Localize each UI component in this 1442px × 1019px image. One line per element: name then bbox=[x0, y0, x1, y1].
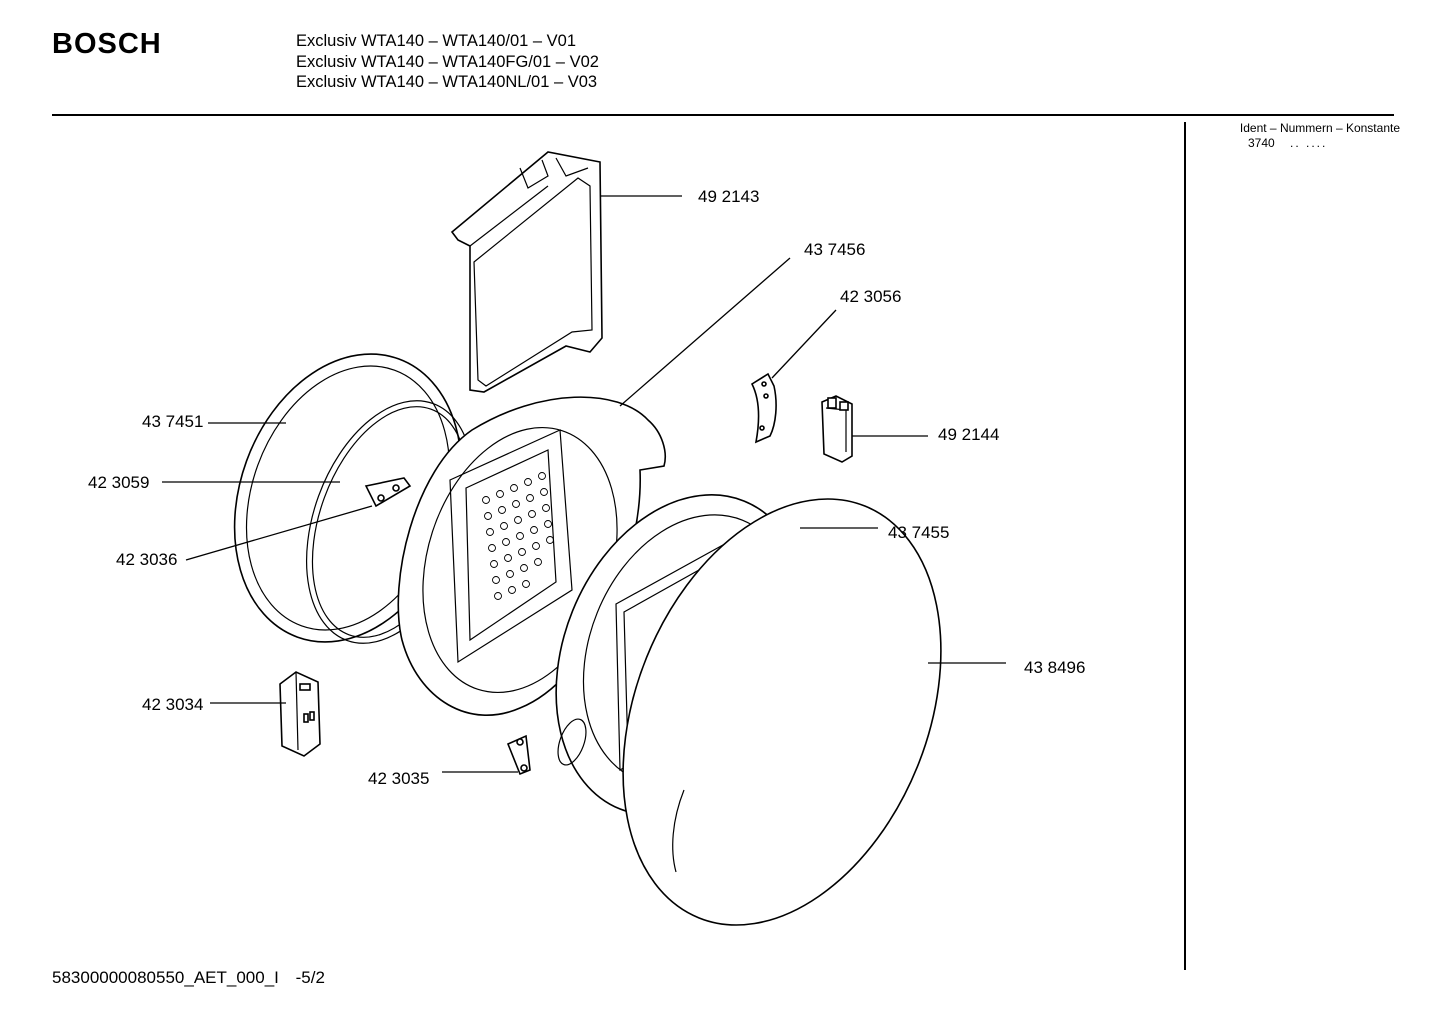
hinge-block bbox=[279, 671, 321, 757]
model-line: Exclusiv WTA140 – WTA140/01 – V01 bbox=[296, 32, 577, 50]
leader-423056 bbox=[771, 309, 837, 379]
filter-frame bbox=[450, 151, 603, 393]
pin bbox=[364, 477, 412, 508]
model-list: Exclusiv WTA140 – WTA140/01 – V01 Exclus… bbox=[296, 31, 599, 93]
outer-door bbox=[622, 498, 942, 926]
part-label-423036: 42 3036 bbox=[116, 550, 177, 569]
part-label-423059: 42 3059 bbox=[88, 473, 149, 492]
ident-code: 3740 bbox=[1248, 136, 1275, 150]
leader-423036 bbox=[185, 505, 373, 561]
part-label-437451: 43 7451 bbox=[142, 412, 203, 431]
document-number: 58300000080550_AET_000_I bbox=[52, 968, 279, 987]
part-label-423034: 42 3034 bbox=[142, 695, 203, 714]
part-labels: 49 2143 43 7456 42 3056 43 7451 49 2144 … bbox=[88, 187, 1085, 788]
footer: 58300000080550_AET_000_I -5/2 bbox=[52, 968, 325, 988]
header-divider bbox=[52, 114, 1394, 116]
brand-logo: BOSCH bbox=[52, 28, 162, 60]
part-label-423035: 42 3035 bbox=[368, 769, 429, 788]
small-hinge bbox=[506, 734, 531, 776]
door-latch bbox=[821, 395, 853, 463]
ident-label: Ident – Nummern – Konstante bbox=[1239, 121, 1400, 135]
hinge-bracket bbox=[750, 372, 777, 444]
ident-dots: .. .... bbox=[1290, 136, 1328, 150]
model-line: Exclusiv WTA140 – WTA140NL/01 – V03 bbox=[296, 73, 598, 91]
part-label-492144: 49 2144 bbox=[938, 425, 999, 444]
model-line: Exclusiv WTA140 – WTA140FG/01 – V02 bbox=[296, 52, 599, 71]
side-divider bbox=[1184, 122, 1186, 970]
part-label-423056: 42 3056 bbox=[840, 287, 901, 306]
part-label-437456: 43 7456 bbox=[804, 240, 865, 259]
leader-437456 bbox=[619, 257, 791, 407]
leader-lines bbox=[162, 195, 1006, 773]
part-label-492143: 49 2143 bbox=[698, 187, 759, 206]
sheet-number: -5/2 bbox=[295, 968, 325, 987]
part-label-438496: 43 8496 bbox=[1024, 658, 1085, 677]
mesh-pattern bbox=[482, 472, 554, 600]
part-label-437455: 43 7455 bbox=[888, 523, 949, 542]
